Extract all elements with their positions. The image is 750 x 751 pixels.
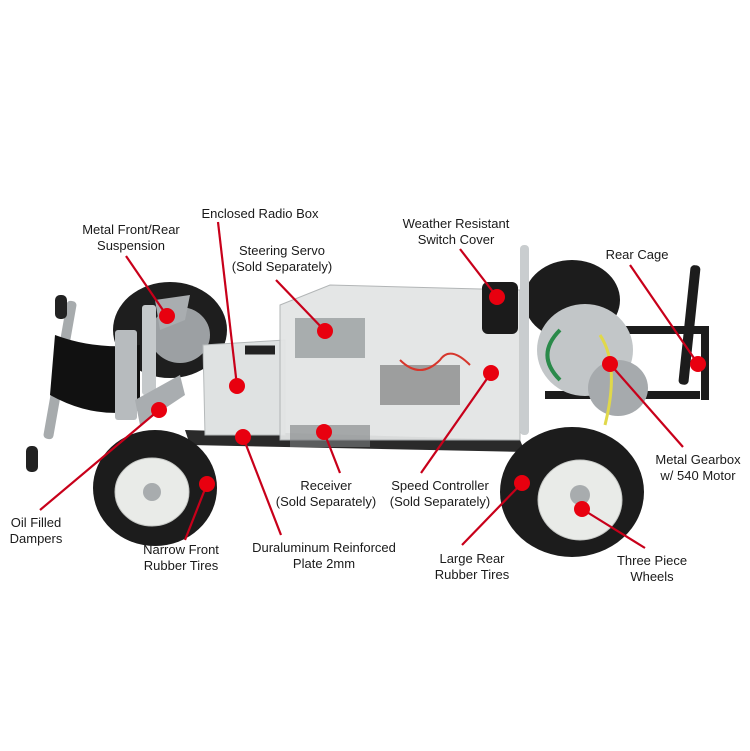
speed-controller-label-line: Speed Controller — [391, 478, 489, 493]
suspension-label-line: Suspension — [97, 238, 165, 253]
steering-servo-label-line: Steering Servo — [238, 243, 325, 258]
front-near-tire — [93, 430, 217, 546]
plate-label-line: Plate 2mm — [292, 556, 356, 571]
switch-cover-label-line: Weather Resistant — [402, 216, 510, 231]
speed-controller-label: Speed Controller(Sold Separately) — [390, 478, 490, 510]
gearbox-label-line: Metal Gearbox — [655, 452, 741, 467]
receiver-label-line: Receiver — [300, 478, 352, 493]
dampers-label-line: Dampers — [9, 531, 63, 546]
front-tires-label-line: Narrow Front — [143, 542, 219, 557]
three-piece-wheels-label-line: Wheels — [630, 569, 674, 584]
rear-tires-label-line: Rubber Tires — [434, 567, 510, 582]
steering-servo-label-line: (Sold Separately) — [231, 259, 333, 274]
radio-box-label: Enclosed Radio Box — [201, 206, 318, 222]
gearbox-label-line: w/ 540 Motor — [660, 468, 736, 483]
receiver-label-line: (Sold Separately) — [275, 494, 377, 509]
three-piece-wheels-label-line: Three Piece — [616, 553, 688, 568]
speed-controller-label-line: (Sold Separately) — [389, 494, 491, 509]
switch-cover-label-line: Switch Cover — [417, 232, 495, 247]
rear-near-tire — [500, 427, 644, 557]
plate-label-line: Duraluminum Reinforced — [252, 540, 396, 555]
suspension-label-line: Metal Front/Rear — [82, 222, 180, 237]
steering-servo-label: Steering Servo(Sold Separately) — [232, 243, 332, 275]
dampers-label-line: Oil Filled — [10, 515, 62, 530]
receiver-label: Receiver(Sold Separately) — [276, 478, 376, 510]
gearbox — [537, 304, 648, 426]
rear-cage-label-line: Rear Cage — [605, 247, 669, 262]
radio-box-label-line: Enclosed Radio Box — [201, 206, 319, 221]
clear-radio-box — [202, 284, 521, 447]
front-tires-label-line: Rubber Tires — [143, 558, 219, 573]
rear-cage-label: Rear Cage — [606, 247, 669, 263]
rear-tires-label-line: Large Rear — [439, 551, 505, 566]
switch-cover-box — [482, 282, 518, 334]
